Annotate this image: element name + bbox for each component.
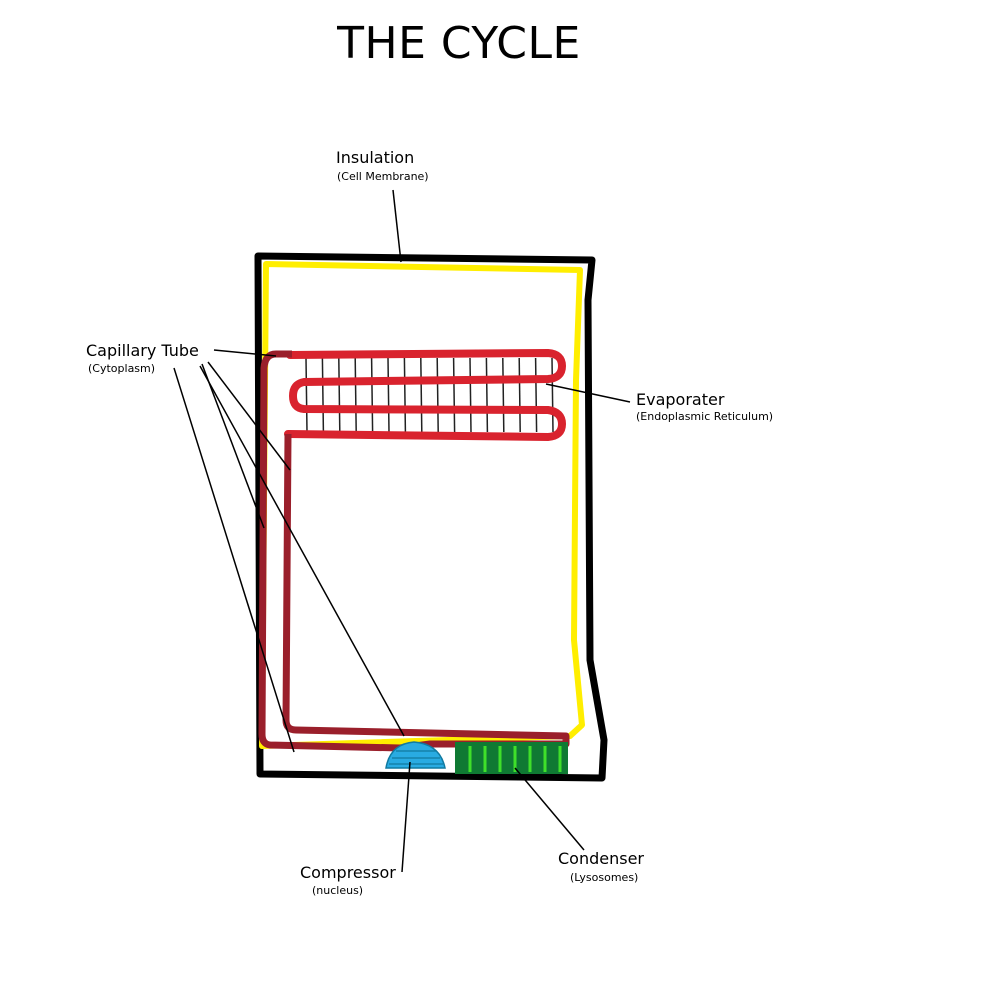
compressor-label: Compressor [300, 863, 396, 882]
compressor-shape [385, 741, 446, 769]
evaporator-fin [305, 357, 308, 433]
evaporator-fin [502, 357, 505, 433]
page-title: THE CYCLE [337, 18, 581, 69]
evaporater-label: Evaporater [636, 390, 725, 409]
capillary-leader-5 [173, 367, 295, 753]
compressor-sublabel: (nucleus) [312, 884, 364, 897]
insulation-sublabel: (Cell Membrane) [337, 170, 429, 183]
evaporator-fin [436, 357, 439, 433]
evaporator-fin [518, 357, 521, 433]
insulation-leader [392, 189, 402, 263]
capillary-leader-1 [213, 349, 277, 357]
capillary-leader-2 [207, 361, 291, 471]
capillary-tube-sublabel: (Cytoplasm) [88, 362, 156, 375]
condenser-label: Condenser [558, 849, 644, 868]
fridge-outline [254, 252, 608, 782]
insulation-layer [259, 261, 585, 749]
evaporater-leader [545, 383, 631, 403]
condenser-sublabel: (Lysosomes) [570, 871, 639, 884]
capillary-tube-label: Capillary Tube [86, 341, 199, 360]
evaporator-fins [305, 357, 554, 433]
evaporator-fin [387, 357, 390, 433]
evaporator-fin [370, 357, 374, 433]
evaporator-coil [284, 349, 566, 441]
evaporator-fin [551, 357, 554, 433]
evaporator-fin [534, 357, 538, 433]
evaporator-fin [321, 357, 325, 433]
capillary-leader-3 [201, 363, 265, 529]
capillary-tube [258, 350, 570, 752]
evaporator-fin [420, 357, 423, 433]
evaporator-fin [452, 357, 456, 433]
condenser-leader [514, 767, 585, 851]
evaporator-fin [354, 357, 357, 433]
evaporator-fin [469, 357, 472, 433]
evaporator-fin [338, 357, 341, 433]
evaporater-sublabel: (Endoplasmic Reticulum) [636, 410, 774, 423]
evaporator-fin [485, 357, 489, 433]
evaporator-fin [403, 357, 407, 433]
compressor-leader [401, 761, 411, 873]
condenser-coils [455, 742, 568, 774]
capillary-leader-4 [199, 365, 405, 737]
insulation-label: Insulation [336, 148, 415, 167]
